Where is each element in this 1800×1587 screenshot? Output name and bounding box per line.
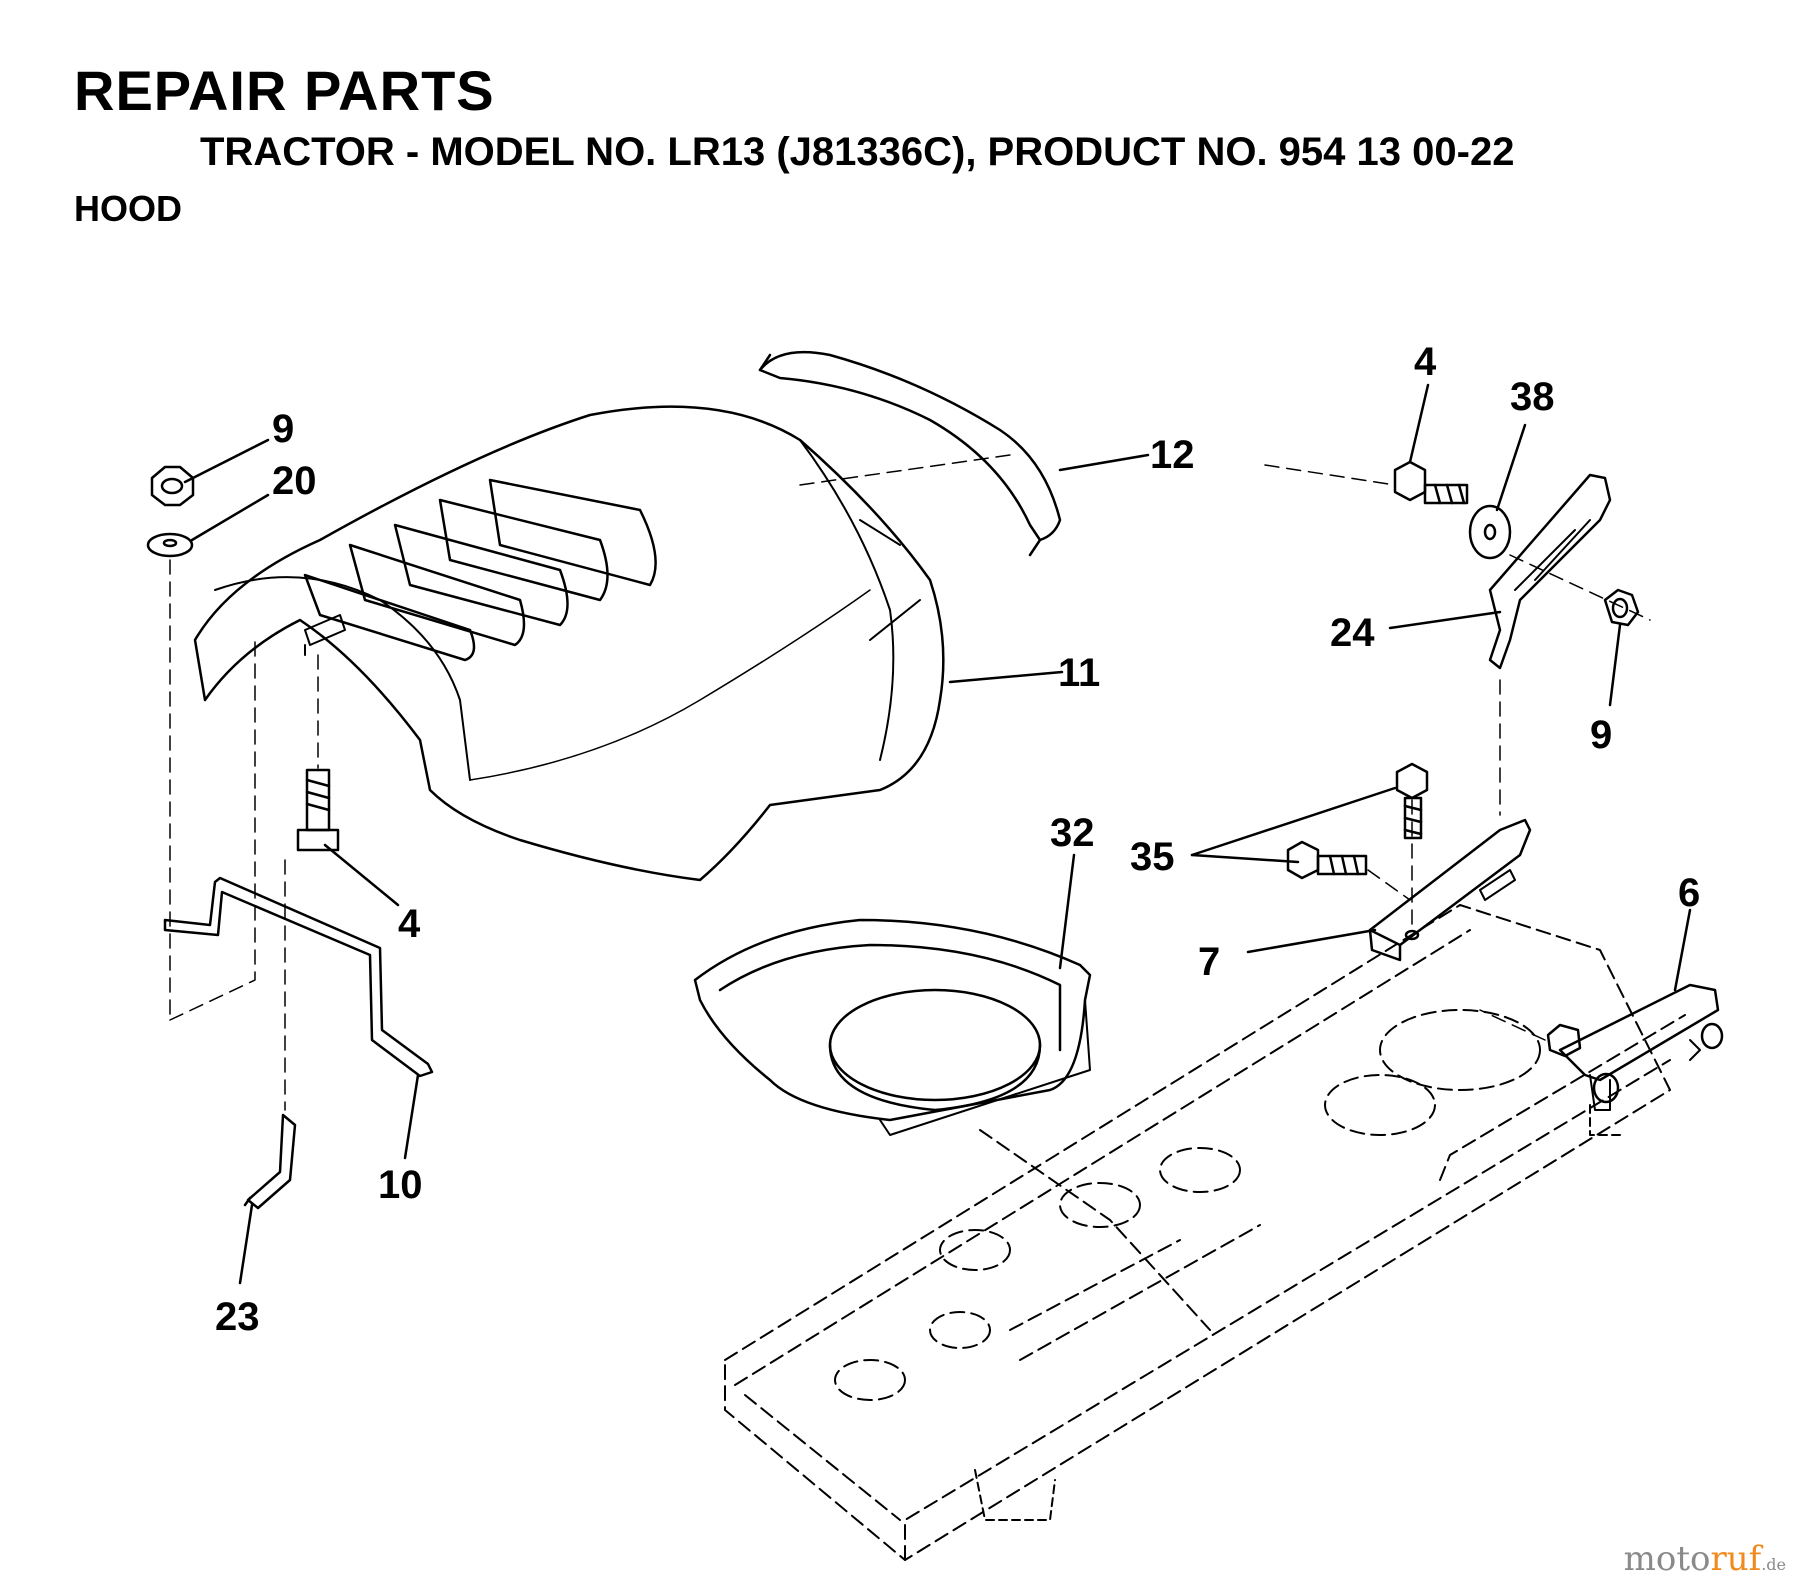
callout-38: 38 (1510, 375, 1555, 419)
callout-4-right: 4 (1414, 340, 1437, 384)
tractor-frame (724, 904, 1686, 1561)
support-rod-10 (163, 876, 434, 1078)
callout-9-right: 9 (1590, 713, 1612, 757)
bolt-4-right (1393, 460, 1469, 505)
nut-9-right (1603, 588, 1640, 627)
hood-bracket-7 (1368, 818, 1532, 962)
grille-insert (758, 350, 1062, 557)
leader-lines (183, 383, 1692, 1285)
nut-9-left (150, 465, 195, 507)
callout-9-left: 9 (272, 407, 294, 451)
section-label: HOOD (74, 188, 182, 229)
model-subtitle: TRACTOR - MODEL NO. LR13 (J81336C), PROD… (200, 130, 1515, 174)
hood-part (193, 405, 945, 882)
callout-labels: 9 20 12 4 38 24 9 11 4 32 35 7 6 10 23 (215, 340, 1700, 1339)
bolts-35 (1286, 762, 1429, 880)
bracket-23 (243, 1113, 297, 1210)
callout-24: 24 (1330, 611, 1375, 655)
watermark-logo: motoruf.de (1623, 1539, 1786, 1579)
washer-20 (146, 532, 194, 558)
callout-11: 11 (1058, 651, 1100, 695)
callout-6: 6 (1678, 871, 1700, 915)
callout-12: 12 (1150, 433, 1195, 477)
pivot-bracket-6 (1546, 983, 1724, 1111)
callout-32: 32 (1050, 811, 1095, 855)
callout-10: 10 (378, 1163, 423, 1207)
callout-4-left: 4 (398, 902, 421, 946)
callout-7: 7 (1198, 940, 1220, 984)
bracket-24 (1488, 473, 1612, 670)
callout-35: 35 (1130, 835, 1175, 879)
base-pan-32 (693, 918, 1092, 1136)
callout-20: 20 (272, 459, 317, 503)
bolt-4-left (296, 768, 340, 852)
alignment-lines (169, 454, 1651, 1111)
page-title: REPAIR PARTS (74, 59, 495, 122)
callout-23: 23 (215, 1295, 260, 1339)
washer-38 (1468, 504, 1512, 560)
